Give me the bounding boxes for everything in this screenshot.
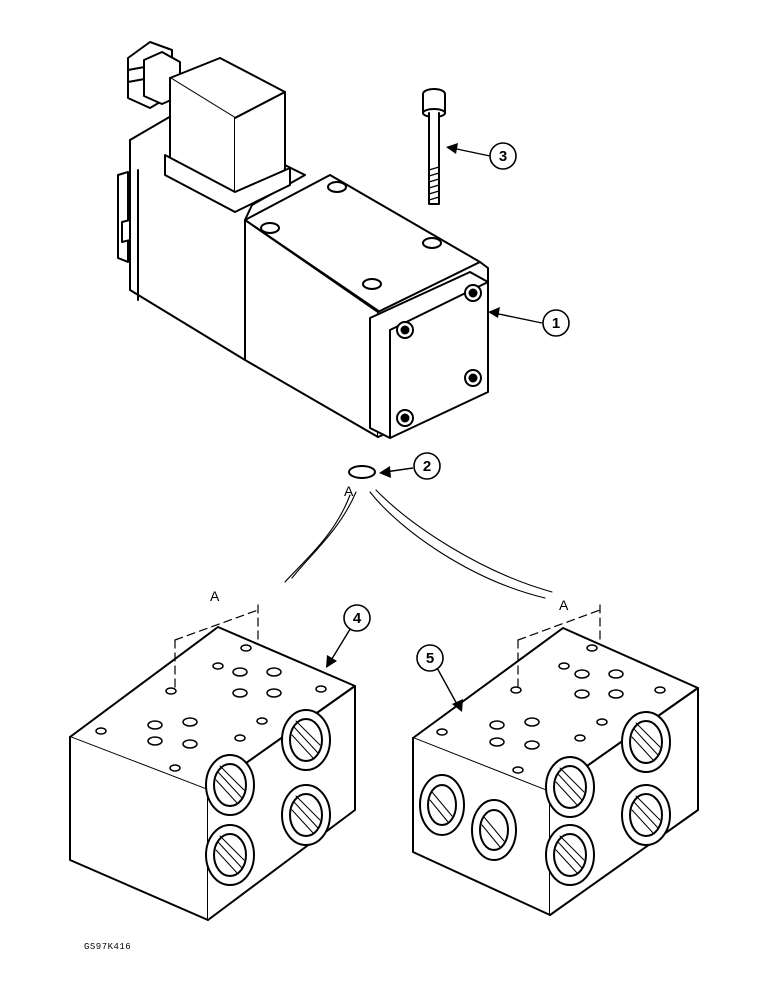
manifold-block-4 <box>69 604 356 921</box>
mounting-hole <box>422 237 442 249</box>
detail-letter-a-block4: A <box>210 588 220 604</box>
cover-screw <box>396 409 414 427</box>
arrowhead <box>452 699 463 712</box>
cap-screw <box>422 88 446 205</box>
threaded-port <box>205 824 255 886</box>
o-ring <box>348 465 376 479</box>
threaded-port <box>205 754 255 816</box>
arrowhead <box>446 143 458 154</box>
callout-bubble-2 <box>413 452 441 480</box>
arrowhead <box>326 655 337 668</box>
threaded-port <box>545 824 595 886</box>
threaded-port <box>281 784 331 846</box>
solenoid-valve <box>117 41 489 439</box>
cover-screw <box>396 321 414 339</box>
threaded-port <box>281 709 331 771</box>
arrowhead <box>488 307 500 318</box>
assembly-direction-lines <box>284 489 553 599</box>
threaded-port <box>471 799 517 861</box>
detail-letter-a-oring: A <box>344 483 354 499</box>
callout-bubble-1 <box>542 309 570 337</box>
mounting-hole <box>260 222 280 234</box>
figure-code: GS97K416 <box>84 942 132 952</box>
cover-screw <box>464 369 482 387</box>
threaded-port <box>621 711 671 773</box>
callout-5-label: 5 <box>426 650 434 667</box>
callout-bubble-5 <box>416 644 444 672</box>
callout-3-label: 3 <box>499 148 507 165</box>
mounting-hole <box>327 181 347 193</box>
threaded-port <box>545 756 595 818</box>
valve-block <box>244 174 489 439</box>
threaded-port <box>621 784 671 846</box>
callout-bubble-4 <box>343 604 371 632</box>
manifold-block-5 <box>412 604 699 916</box>
cover-screw <box>464 284 482 302</box>
callout-bubble-3 <box>489 142 517 170</box>
detail-letter-a-block5: A <box>559 597 569 613</box>
mounting-hole <box>362 278 382 290</box>
arrowhead <box>379 466 391 478</box>
callout-2-label: 2 <box>423 458 431 475</box>
threaded-port <box>419 774 465 836</box>
connector-plug <box>164 57 291 213</box>
callout-1-label: 1 <box>552 315 560 332</box>
callout-4-label: 4 <box>353 610 362 627</box>
